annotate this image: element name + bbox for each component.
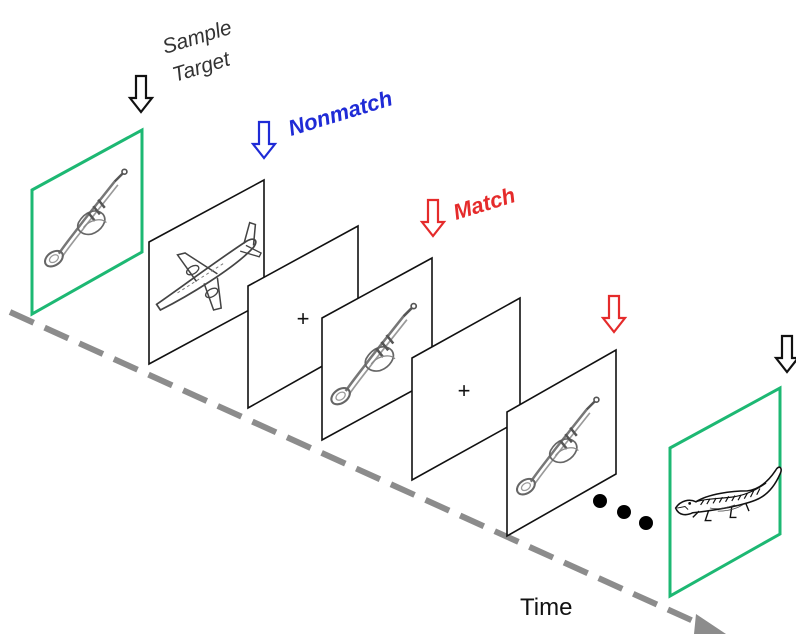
match-down-arrow-icon [420, 198, 446, 238]
ellipsis-dots [593, 494, 653, 530]
target-down-arrow-icon [774, 334, 796, 374]
nonmatch-down-arrow-icon [251, 120, 277, 160]
match-down-arrow-icon-2 [601, 294, 627, 334]
time-label: Time [520, 594, 572, 621]
sample-down-arrow-icon [128, 74, 154, 114]
time-axis [8, 309, 702, 627]
sample-panel [30, 127, 144, 317]
nonmatch-label: Nonmatch [285, 85, 395, 140]
fixation-cross: + [297, 306, 310, 331]
fixation-panel-2: + [411, 296, 521, 482]
match-panel-2 [506, 348, 617, 538]
target-panel [668, 385, 782, 599]
nonmatch-panel [148, 178, 265, 366]
match-label: Match [450, 182, 518, 224]
fixation-cross: + [458, 378, 471, 403]
time-arrowhead [694, 614, 726, 634]
